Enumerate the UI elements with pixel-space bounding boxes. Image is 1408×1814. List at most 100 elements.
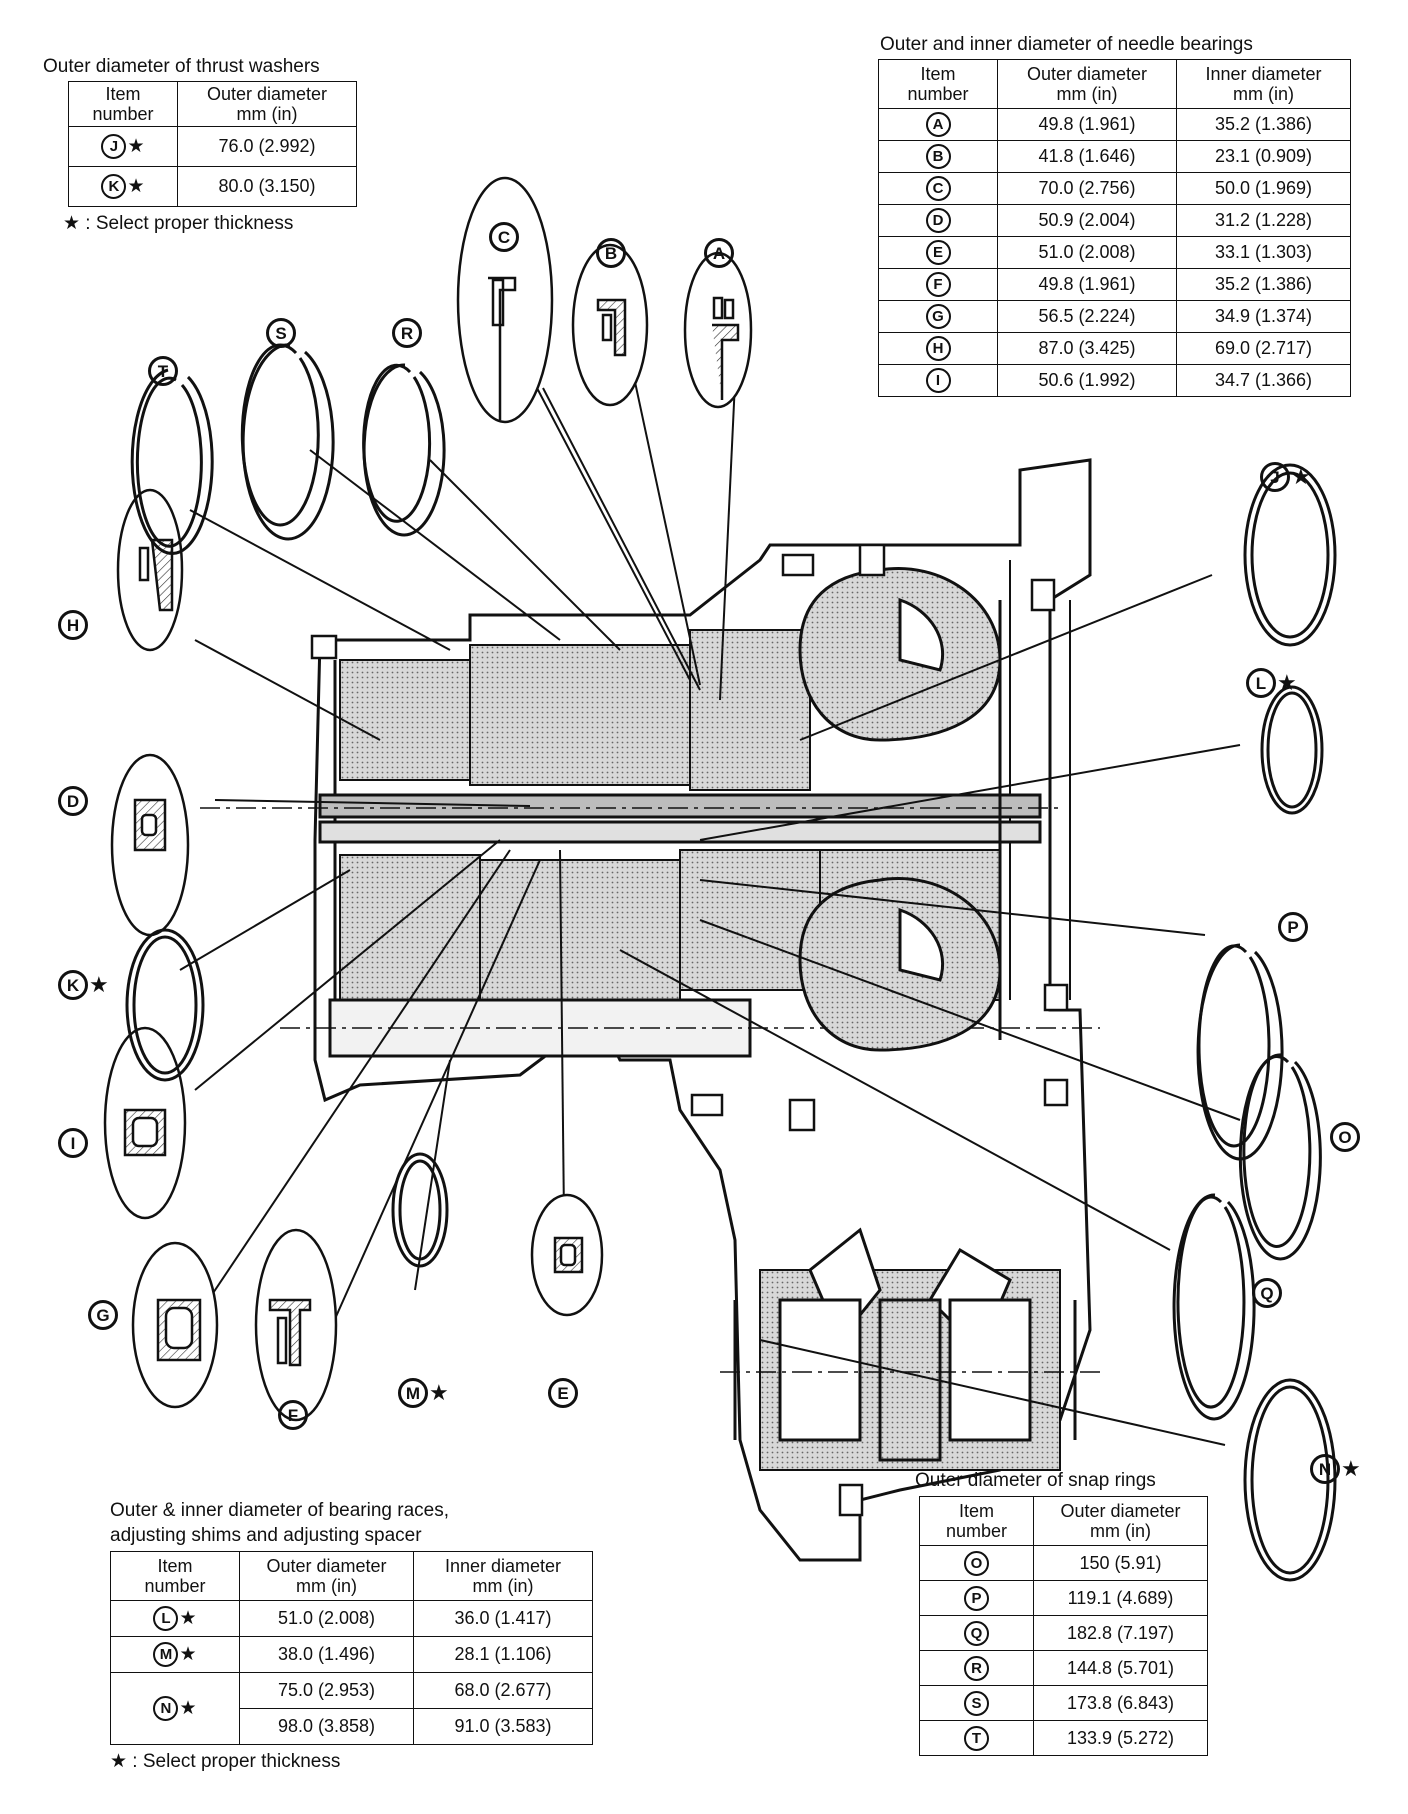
callout-badge: D (58, 786, 88, 816)
item-badge: D (925, 208, 951, 233)
item-badge: N (153, 1696, 179, 1721)
item-cell: P (919, 1580, 1034, 1616)
inner-diameter-value: 33.1 (1.303) (1176, 236, 1351, 269)
thrust-washers-note: ★ : Select proper thickness (63, 213, 294, 234)
item-badge: M (153, 1642, 179, 1667)
item-cell: M★ (110, 1636, 240, 1673)
outer-diameter-value: 70.0 (2.756) (997, 172, 1177, 205)
item-cell: H (878, 332, 998, 365)
outer-diameter-value: 133.9 (5.272) (1033, 1720, 1208, 1756)
needle-bearings-panel: Outer and inner diameter of needle beari… (878, 34, 1351, 397)
callout-f: F (278, 1400, 308, 1430)
bolts (310, 543, 1069, 1517)
bearing-races-table: Item number Outer diameter mm (in) Inner… (110, 1551, 593, 1745)
callout-h: H (58, 610, 88, 640)
star-mark: ★ (127, 176, 145, 197)
outer-diameter-value: 80.0 (3.150) (177, 166, 357, 207)
item-cell: G (878, 300, 998, 333)
bearing-races-panel: Outer & inner diameter of bearing races,… (110, 1500, 593, 1773)
item-badge: T (964, 1725, 989, 1751)
leader-lines (179, 381, 1241, 1446)
header-item-number: Item number (110, 1551, 240, 1601)
inner-diameter-value: 50.0 (1.969) (1176, 172, 1351, 205)
item-badge: P (964, 1585, 989, 1611)
table-row: J★ 76.0 (2.992) (68, 126, 357, 167)
callout-badge: I (58, 1128, 88, 1158)
outer-diameter-value: 182.8 (7.197) (1033, 1615, 1208, 1651)
header-outer-diameter: Outer diameter mm (in) (239, 1551, 414, 1601)
header-inner-diameter: Inner diameter mm (in) (1176, 59, 1351, 109)
callout-badge: N (1310, 1454, 1340, 1484)
star-mark: ★ (179, 1608, 197, 1629)
item-cell: S (919, 1685, 1034, 1721)
star-mark: ★ (1291, 464, 1311, 489)
outer-diameter-value: 75.0 (2.953) (239, 1672, 414, 1709)
callout-a: A (704, 238, 734, 268)
table-row: T 133.9 (5.272) (919, 1720, 1208, 1756)
item-badge: I (925, 368, 951, 393)
bearing-races-title-line1: Outer & inner diameter of bearing races, (110, 1500, 450, 1521)
output-shaft (280, 998, 1100, 1058)
callout-badge: L (1246, 668, 1276, 698)
outer-diameter-value: 144.8 (5.701) (1033, 1650, 1208, 1686)
item-badge: Q (964, 1620, 989, 1646)
part-details (103, 176, 753, 1422)
callout-l: L★ (1246, 668, 1297, 698)
header-inner-diameter: Inner diameter mm (in) (413, 1551, 593, 1601)
star-mark: ★ (179, 1644, 197, 1665)
inner-diameter-value: 91.0 (3.583) (413, 1708, 593, 1745)
item-badge: K (101, 174, 127, 199)
callout-badge: T (148, 356, 178, 386)
item-badge: G (925, 304, 951, 329)
callout-o: O (1330, 1122, 1360, 1152)
needle-bearings-title: Outer and inner diameter of needle beari… (880, 34, 1253, 55)
item-badge: F (925, 272, 951, 297)
star-mark: ★ (179, 1698, 197, 1719)
callout-d: D (58, 786, 88, 816)
outer-diameter-value: 119.1 (4.689) (1033, 1580, 1208, 1616)
item-cell: L★ (110, 1600, 240, 1637)
callout-q: Q (1252, 1278, 1282, 1308)
header-outer-diameter: Outer diameter mm (in) (177, 81, 357, 127)
callout-badge: H (58, 610, 88, 640)
inner-diameter-value: 28.1 (1.106) (413, 1636, 593, 1673)
differential (720, 1227, 1100, 1462)
bearing-races-title-line2: adjusting shims and adjusting spacer (110, 1525, 422, 1546)
thrust-washers-panel: Outer diameter of thrust washers Item nu… (43, 56, 357, 235)
item-badge: E (925, 240, 951, 265)
star-mark: ★ (429, 1380, 449, 1405)
callout-badge: S (266, 318, 296, 348)
thrust-washers-title: Outer diameter of thrust washers (43, 56, 320, 77)
torque-converter (798, 567, 1002, 1052)
item-cell: C (878, 172, 998, 205)
outer-diameter-value: 51.0 (2.008) (239, 1600, 414, 1637)
item-cell: B (878, 140, 998, 173)
item-badge: L (153, 1606, 179, 1631)
callout-badge: G (88, 1300, 118, 1330)
item-badge: J (101, 134, 127, 159)
item-cell: N★ (110, 1672, 240, 1745)
inner-diameter-value: 31.2 (1.228) (1176, 204, 1351, 237)
item-cell: F (878, 268, 998, 301)
callout-p: P (1278, 912, 1308, 942)
item-badge: H (925, 336, 951, 361)
callout-r: R (392, 318, 422, 348)
callout-m: M★ (398, 1378, 449, 1408)
item-cell: T (919, 1720, 1034, 1756)
item-badge: C (925, 176, 951, 201)
callout-badge: K (58, 970, 88, 1000)
inner-diameter-value: 36.0 (1.417) (413, 1600, 593, 1637)
callout-g: G (88, 1300, 118, 1330)
table-row: 98.0 (3.858)91.0 (3.583) (111, 1708, 593, 1745)
callout-badge: B (596, 238, 626, 268)
callout-t: T (148, 356, 178, 386)
